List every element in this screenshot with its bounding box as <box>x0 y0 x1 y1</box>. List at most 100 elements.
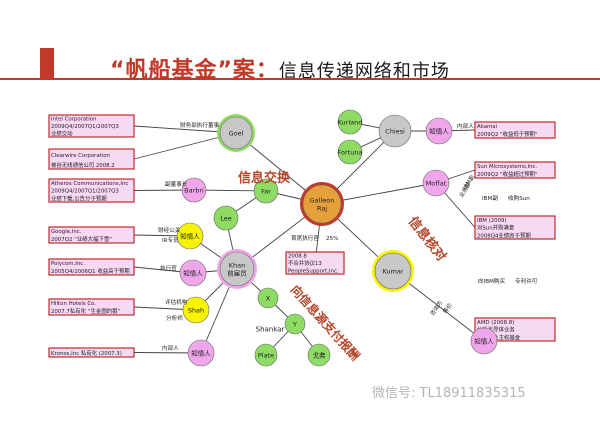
company-box-text: Clearwire Corporation <box>51 153 110 159</box>
brand-bar <box>40 48 54 78</box>
company-box-atheros: Atheros Communications,Inc2009Q4/2007Q1/… <box>48 178 135 203</box>
title-sub: 信息传递网络和市场 <box>278 61 450 82</box>
node-x: X <box>257 287 279 309</box>
company-box-text: 不合并协议13 <box>288 259 322 267</box>
company-box-text: Intel Corporation <box>51 117 97 123</box>
node-label: 前雇员 <box>227 269 247 278</box>
company-box-sun: Sun Microsystems,Inc.2009Q2 "收益超过预期" <box>474 161 556 179</box>
node-label: Far <box>261 188 271 196</box>
node-insider5: 知情人 <box>470 327 498 355</box>
company-box-text: 被谷无线通信公司 2008.2 <box>51 161 115 169</box>
node-kumar: Kumar <box>372 250 414 292</box>
node-plate: Plate <box>254 343 278 367</box>
node-label: Chiesi <box>385 128 405 136</box>
company-box-text: AMD (2008.8) <box>477 320 514 326</box>
company-box-text: 2009Q2 "收益超过预期" <box>477 170 537 178</box>
company-box-text: 对Sun并购满意 <box>477 224 515 232</box>
node-label: Kumar <box>382 268 403 276</box>
node-shankar: Shankar <box>256 326 285 334</box>
edge-label: 向IBM购买 <box>478 277 506 285</box>
edge-label: 首席执行官 <box>291 234 319 242</box>
node-label: Goel <box>229 130 244 138</box>
edge-label: IR专员 <box>162 236 179 244</box>
edge-label: 内部人 <box>457 122 474 130</box>
edge-label: 25% <box>326 236 338 242</box>
company-box-text: Akamai <box>477 124 497 130</box>
edge-label: 执行官 <box>160 264 177 272</box>
company-box-intel: Intel Corporation2009Q4/2007Q1/2007Q3业绩交… <box>48 114 135 138</box>
node-label: Plate <box>258 352 274 360</box>
node-label: Moffat <box>426 180 447 188</box>
node-insider4: 知情人 <box>425 117 453 145</box>
company-box-text: 2005Q4/2006Q1 收益高于预期 <box>51 267 130 275</box>
edge-label: 财经公关 <box>158 226 181 234</box>
company-box-text: 业绩交动 <box>51 129 73 137</box>
node-label: 知情人 <box>191 349 211 358</box>
node-label: Raj <box>317 205 327 213</box>
company-box-google: Google,Inc.2007Q2 “业绩大幅下雪” <box>48 226 135 244</box>
company-box-text: 2007Q2 “业绩大幅下雪” <box>51 235 112 243</box>
node-y: Y <box>284 313 306 335</box>
company-box-text: 业绩下载,公告分于预期 <box>51 194 107 202</box>
node-lee: Lee <box>213 205 239 231</box>
node-label: Shah <box>188 307 204 315</box>
node-fortuna: Fortuna <box>338 139 363 165</box>
company-box-text: Polycom,Inc. <box>51 261 85 267</box>
node-insider3: 知情人 <box>187 339 215 367</box>
edge-label: 评估机构 <box>165 298 188 306</box>
company-box-text: Sun Microsystems,Inc. <box>477 164 537 170</box>
node-label: Khan <box>229 262 246 270</box>
node-moffat: Moffat <box>422 169 450 197</box>
node-label: Lee <box>220 215 232 223</box>
company-box-text: 2009Q2 "收益低于预期" <box>477 130 537 138</box>
company-box-kronos: Kronos,Inc 私有化 (2007.3) <box>48 347 135 358</box>
node-label: Galleon <box>310 197 335 205</box>
node-gehe: 戈弗 <box>307 343 331 367</box>
node-barbri: Barbri <box>181 177 207 203</box>
edge-label: IBM副 <box>482 194 498 202</box>
node-label: Kurland <box>338 119 363 127</box>
company-box-text: IBM (2009) <box>477 218 507 224</box>
company-box-text: 阿布扎比主权基金 <box>477 333 521 341</box>
company-box-text: Hilton Hotels Co. <box>51 301 96 307</box>
node-insider1: 知情人 <box>176 222 204 250</box>
company-box-text: 2009Q4/2007Q1/2007Q3 <box>51 124 119 130</box>
node-label: Fortuna <box>338 149 363 157</box>
edge-label: 内部人 <box>162 344 179 352</box>
node-chiesi: Chiesi <box>378 114 412 148</box>
node-label: 戈弗 <box>313 351 327 360</box>
node-label: 知情人 <box>183 269 203 278</box>
watermark: 微信号: TL18911835315 <box>372 386 526 401</box>
company-box-text: Atheros Communications,Inc <box>51 181 128 187</box>
section-label: 信息交换 <box>238 170 291 186</box>
company-box-text: 2007.7私有化 “生金圆的鹅” <box>51 307 120 315</box>
node-label: Barbri <box>184 187 204 195</box>
title-underline <box>0 78 600 80</box>
node-insider2: 知情人 <box>179 259 207 287</box>
company-box-text: Kronos,Inc 私有化 (2007.3) <box>51 349 122 357</box>
company-box-text: 2008.8 <box>288 254 307 260</box>
company-box-clearwire: Clearwire Corporation 被谷无线通信公司 2008.2 <box>48 148 135 170</box>
section-label: 信息核对 <box>405 214 450 265</box>
company-box-text: PeopleSupport,Inc. <box>288 268 339 274</box>
node-label: Y <box>292 321 297 329</box>
node-far: Far <box>253 178 279 204</box>
edge-label: 副董事长 <box>165 180 188 188</box>
node-label: Shankar <box>256 326 285 334</box>
node-label: X <box>266 295 271 303</box>
company-box-text: Google,Inc. <box>51 229 82 235</box>
node-goel: Goel <box>217 114 255 152</box>
diagonal-label: IBM副 <box>461 173 476 191</box>
company-box-text: 分拆半导体业务 <box>477 326 515 334</box>
edge-label: 分析师 <box>166 314 183 322</box>
diagonal-label: 咨询方 <box>428 298 444 317</box>
company-box-polycom: Polycom,Inc.2005Q4/2006Q1 收益高于预期 <box>48 258 135 276</box>
node-kurland: Kurland <box>338 109 363 135</box>
